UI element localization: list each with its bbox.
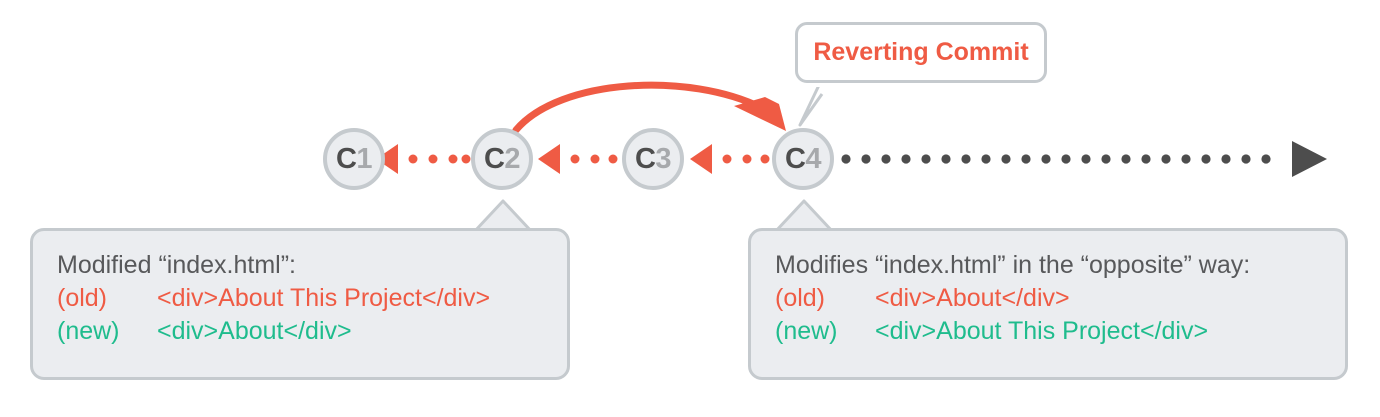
commit-node-c3[interactable]: C3: [622, 128, 684, 190]
timeline-arrow-right-icon: [1292, 141, 1327, 177]
timeline-dots: [841, 154, 1271, 164]
callout-tail: [798, 79, 827, 127]
left-box-old-code: <div>About This Project</div>: [157, 284, 491, 312]
commit-c4-details-box: Modifies “index.html” in the “opposite” …: [748, 228, 1348, 380]
reverting-commit-callout: Reverting Commit: [795, 22, 1047, 83]
parent-link-c4-to-c3: [690, 144, 770, 174]
left-box-old-line: (old) <div>About This Project</div>: [57, 282, 545, 315]
commit-node-c3-label: C3: [634, 142, 672, 175]
right-box-old-code: <div>About</div>: [875, 284, 1070, 312]
commit-node-c4[interactable]: C4: [772, 128, 834, 190]
revert-arc-arrow: [512, 81, 786, 134]
right-box-title: Modifies “index.html” in the “opposite” …: [775, 251, 1251, 279]
left-box-title: Modified “index.html”:: [57, 251, 296, 279]
right-box-new-line: (new) <div>About This Project</div>: [775, 315, 1323, 348]
commit-node-c1-label: C1: [335, 142, 373, 175]
left-box-old-tag: (old): [57, 284, 108, 312]
parent-link-c2-to-c1: [376, 144, 471, 174]
left-box-new-code: <div>About</div>: [157, 317, 352, 345]
commit-node-c2-label: C2: [483, 142, 521, 175]
right-box-new-tag: (new): [775, 317, 838, 345]
commit-node-c1[interactable]: C1: [323, 128, 385, 190]
right-box-old-tag: (old): [775, 284, 826, 312]
commit-c2-details-box: Modified “index.html”: (old) <div>About T…: [30, 228, 570, 380]
left-box-new-line: (new) <div>About</div>: [57, 315, 545, 348]
commit-node-c4-label: C4: [784, 142, 822, 175]
parent-link-c3-to-c2: [538, 144, 618, 174]
right-box-old-line: (old) <div>About</div>: [775, 282, 1323, 315]
right-box-new-code: <div>About This Project</div>: [875, 317, 1209, 345]
reverting-commit-label: Reverting Commit: [813, 38, 1029, 66]
left-box-new-tag: (new): [57, 317, 120, 345]
commit-node-c2[interactable]: C2: [471, 128, 533, 190]
